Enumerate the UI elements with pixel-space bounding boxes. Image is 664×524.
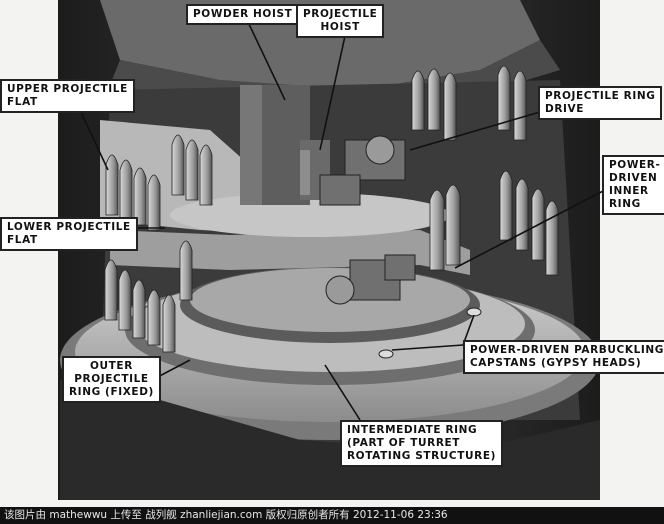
projectile-ring-drive-machinery: [319, 135, 416, 305]
projectiles-upper-left: [105, 134, 213, 231]
label-upper-projectile-flat: UPPER PROJECTILE FLAT: [0, 79, 135, 113]
label-parbuckling-capstans: POWER-DRIVEN PARBUCKLING CAPSTANS (GYPSY…: [463, 340, 664, 374]
label-projectile-hoist: PROJECTILE HOIST: [296, 4, 385, 38]
parbuckling-capstan: [378, 349, 394, 359]
parbuckling-capstan: [466, 307, 482, 317]
watermark-caption: 该图片由 mathewwu 上传至 战列舰 zhanliejian.com 版权…: [0, 507, 664, 524]
leader-lines: [79, 21, 606, 421]
label-outer-projectile-ring: OUTER PROJECTILE RING (FIXED): [62, 356, 161, 403]
label-projectile-ring-drive: PROJECTILE RING DRIVE: [538, 86, 663, 120]
label-lower-projectile-flat: LOWER PROJECTILE FLAT: [0, 217, 138, 251]
label-power-driven-inner-ring: POWER- DRIVEN INNER RING: [602, 155, 664, 215]
label-intermediate-ring: INTERMEDIATE RING (PART OF TURRET ROTATI…: [340, 420, 503, 467]
projectiles-lower-left: [104, 240, 193, 353]
lower-floor-edge: [60, 380, 600, 500]
label-powder-hoist: POWDER HOIST: [186, 4, 300, 25]
